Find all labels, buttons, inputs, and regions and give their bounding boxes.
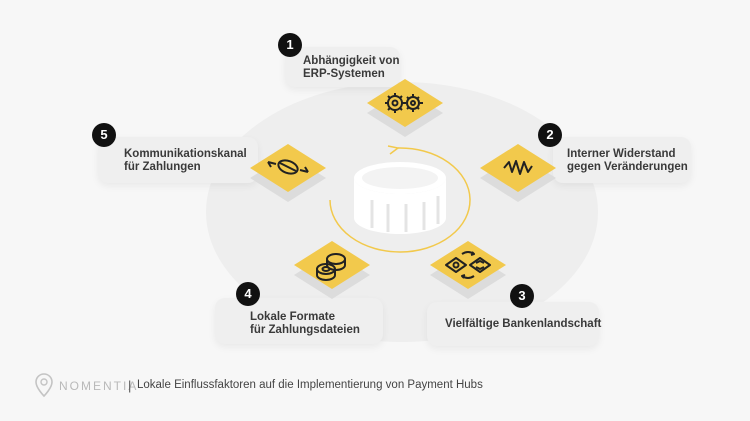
item-5-label: Kommunikationskanal für Zahlungen bbox=[124, 148, 247, 173]
badge-4: 4 bbox=[236, 282, 260, 306]
exchange-icon bbox=[445, 251, 491, 279]
footer-separator: | bbox=[128, 378, 132, 393]
coin-stack-icon bbox=[354, 162, 446, 234]
center-graphic bbox=[320, 140, 480, 260]
card-2 bbox=[553, 137, 691, 183]
item-4-label: Lokale Formate für Zahlungsdateien bbox=[250, 311, 360, 336]
zigzag-icon bbox=[503, 160, 533, 175]
coins-icon bbox=[316, 253, 346, 281]
location-pin-icon bbox=[33, 372, 55, 403]
gears-icon bbox=[385, 93, 423, 113]
item-1-label: Abhängigkeit von ERP-Systemen bbox=[303, 55, 400, 80]
transfer-coin-icon bbox=[267, 159, 309, 175]
tile-2 bbox=[478, 140, 558, 204]
footer-title: Lokale Einflussfaktoren auf die Implemen… bbox=[137, 379, 483, 391]
tile-3 bbox=[428, 237, 508, 301]
card-4 bbox=[215, 298, 383, 344]
card-1 bbox=[285, 47, 400, 87]
card-3 bbox=[427, 302, 599, 346]
badge-1: 1 bbox=[278, 33, 302, 57]
item-2-label: Interner Widerstand gegen Veränderungen bbox=[567, 148, 688, 173]
badge-2: 2 bbox=[538, 123, 562, 147]
tile-1 bbox=[365, 75, 445, 139]
badge-3: 3 bbox=[510, 284, 534, 308]
tile-4 bbox=[292, 237, 372, 301]
badge-5: 5 bbox=[92, 123, 116, 147]
card-5 bbox=[98, 137, 258, 183]
tile-5 bbox=[248, 140, 328, 204]
item-3-label: Vielfältige Bankenlandschaft bbox=[445, 318, 602, 330]
brand-name: NOMENTIA bbox=[59, 379, 139, 393]
